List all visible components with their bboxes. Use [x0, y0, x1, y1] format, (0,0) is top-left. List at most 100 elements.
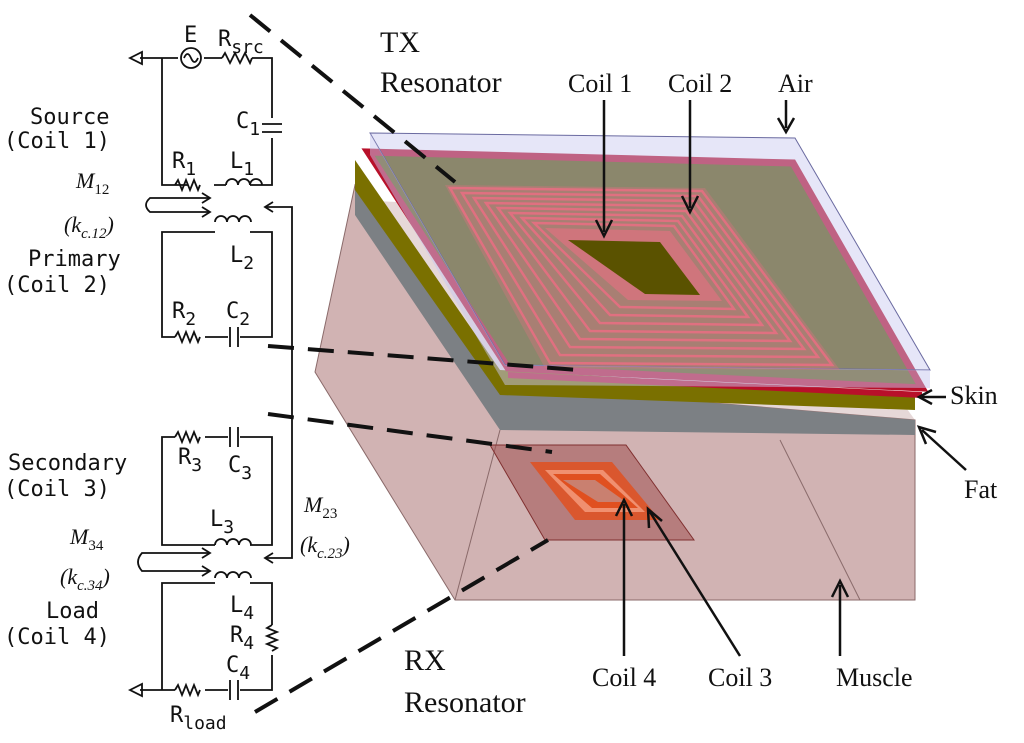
dash-secondary [267, 412, 553, 454]
source-label-line1: Source [30, 105, 109, 130]
rsrc-label: Rsrc [218, 27, 264, 58]
skin-arrowhead [916, 388, 933, 406]
m23-label: M23 [303, 492, 337, 522]
air-label: Air [778, 69, 813, 98]
ground-terminal-bottom [127, 682, 143, 698]
rx-label-line1: RX [404, 644, 446, 677]
kc12-label: (kc.12) [64, 212, 114, 242]
l1-inductor-icon [214, 178, 263, 186]
tx-label-line2: Resonator [380, 66, 502, 99]
c4-label: C4 [226, 653, 250, 684]
tissue-model [314, 132, 931, 601]
l2-label: L2 [230, 243, 254, 274]
m12-label: M12 [75, 168, 109, 198]
m34-arrowhead-1 [201, 547, 212, 559]
primary-label-line1: Primary [28, 247, 121, 272]
c2-capacitor-icon [229, 327, 239, 347]
fat-arrowhead [916, 425, 937, 445]
dashed-guides [248, 13, 579, 714]
tx-coil-turn-7 [519, 216, 751, 319]
circuit-labels: E Rsrc C1 Source (Coil 1) R1 L1 M12 (kc.… [4, 23, 350, 734]
tx-coil-turn-8 [530, 221, 737, 311]
c2-label: C2 [226, 299, 250, 330]
fat-arrow-line [921, 429, 967, 471]
fat-label: Fat [964, 475, 998, 504]
source-loop-wire [140, 57, 273, 186]
coil2-arrowhead [680, 195, 700, 215]
air-arrowhead [776, 117, 796, 135]
c3-capacitor-icon [229, 427, 239, 447]
rx-label-line2: Resonator [404, 686, 526, 719]
dash-load [253, 538, 550, 714]
kc23-label: (kc.23) [300, 532, 350, 562]
load-label-line1: Load [46, 599, 99, 624]
r2-resistor-icon [174, 329, 201, 345]
coil2-label: Coil 2 [668, 69, 732, 98]
tx-coil-turn-4 [483, 201, 793, 343]
m34-label: M34 [69, 524, 104, 554]
m23-arrowhead-top [263, 201, 274, 213]
r1-resistor-icon [174, 177, 201, 193]
muscle-label: Muscle [836, 663, 913, 692]
ground-terminal-top [127, 50, 143, 66]
kc34-label: (kc.34) [60, 564, 110, 594]
fat-olive-left [355, 160, 500, 395]
r3-resistor-icon [174, 429, 201, 445]
m23-coupling-bracket [265, 206, 293, 559]
l4-inductor-icon [214, 571, 252, 579]
muscle-hidden-edge-2 [779, 439, 861, 601]
l1-label: L1 [230, 149, 254, 180]
c1-label: C1 [236, 109, 260, 140]
c3-label: C3 [228, 453, 252, 484]
coil1-arrowhead [594, 219, 614, 239]
ac-source-wave [183, 53, 199, 63]
l3-inductor-icon [214, 538, 252, 546]
r4-resistor-icon [264, 624, 280, 652]
muscle-hidden-edge [454, 429, 501, 601]
m12-arrowhead-1 [201, 192, 212, 204]
source-symbol-label: E [184, 23, 197, 48]
dash-primary [267, 344, 579, 372]
l4-label: L4 [230, 593, 254, 624]
l2-inductor-icon [214, 215, 252, 223]
rload-label: Rload [170, 703, 227, 734]
source-label-line2: (Coil 1) [4, 129, 110, 154]
r2-label: R2 [172, 299, 196, 330]
air-left [370, 133, 505, 385]
tx-coil-turn-2 [459, 191, 821, 359]
model-labels: TX Resonator Coil 1 Coil 2 Air Skin Fat … [380, 26, 998, 719]
tx-coil1-inner [568, 240, 700, 295]
coil1-label: Coil 1 [568, 69, 632, 98]
rload-resistor-icon [174, 682, 201, 698]
load-loop-wire [140, 582, 273, 691]
c4-capacitor-icon [229, 680, 239, 700]
r4-label: R4 [230, 623, 254, 654]
coil4-arrowhead [614, 497, 634, 517]
m34-arrowhead-2 [201, 565, 212, 577]
secondary-label-line2: (Coil 3) [4, 477, 110, 502]
rsrc-resistor-icon [221, 50, 253, 66]
coil3-arrowhead [646, 506, 663, 529]
tx-label-line1: TX [380, 26, 420, 59]
primary-label-line2: (Coil 2) [4, 273, 110, 298]
tx-coil-turn-6 [507, 211, 765, 327]
c1-capacitor-icon [262, 123, 282, 133]
secondary-label-line1: Secondary [8, 451, 127, 476]
tx-coil-turn-3 [471, 196, 807, 351]
circuit [127, 47, 293, 700]
load-label-line2: (Coil 4) [4, 625, 110, 650]
m34-coupling-arrow [137, 552, 210, 572]
l3-label: L3 [210, 507, 234, 538]
rx-coil-group [489, 444, 695, 541]
rx-coil4-inner [563, 480, 626, 502]
skin-label: Skin [950, 381, 998, 410]
tx-coil-turn-1 [447, 186, 835, 367]
r3-label: R3 [178, 445, 202, 476]
air-front [505, 365, 930, 388]
fat-gray-left [355, 185, 500, 430]
r1-label: R1 [172, 149, 196, 180]
m12-arrowhead-2 [201, 206, 212, 218]
muscle-arrowhead [830, 578, 850, 598]
coil4-label: Coil 4 [592, 663, 656, 692]
